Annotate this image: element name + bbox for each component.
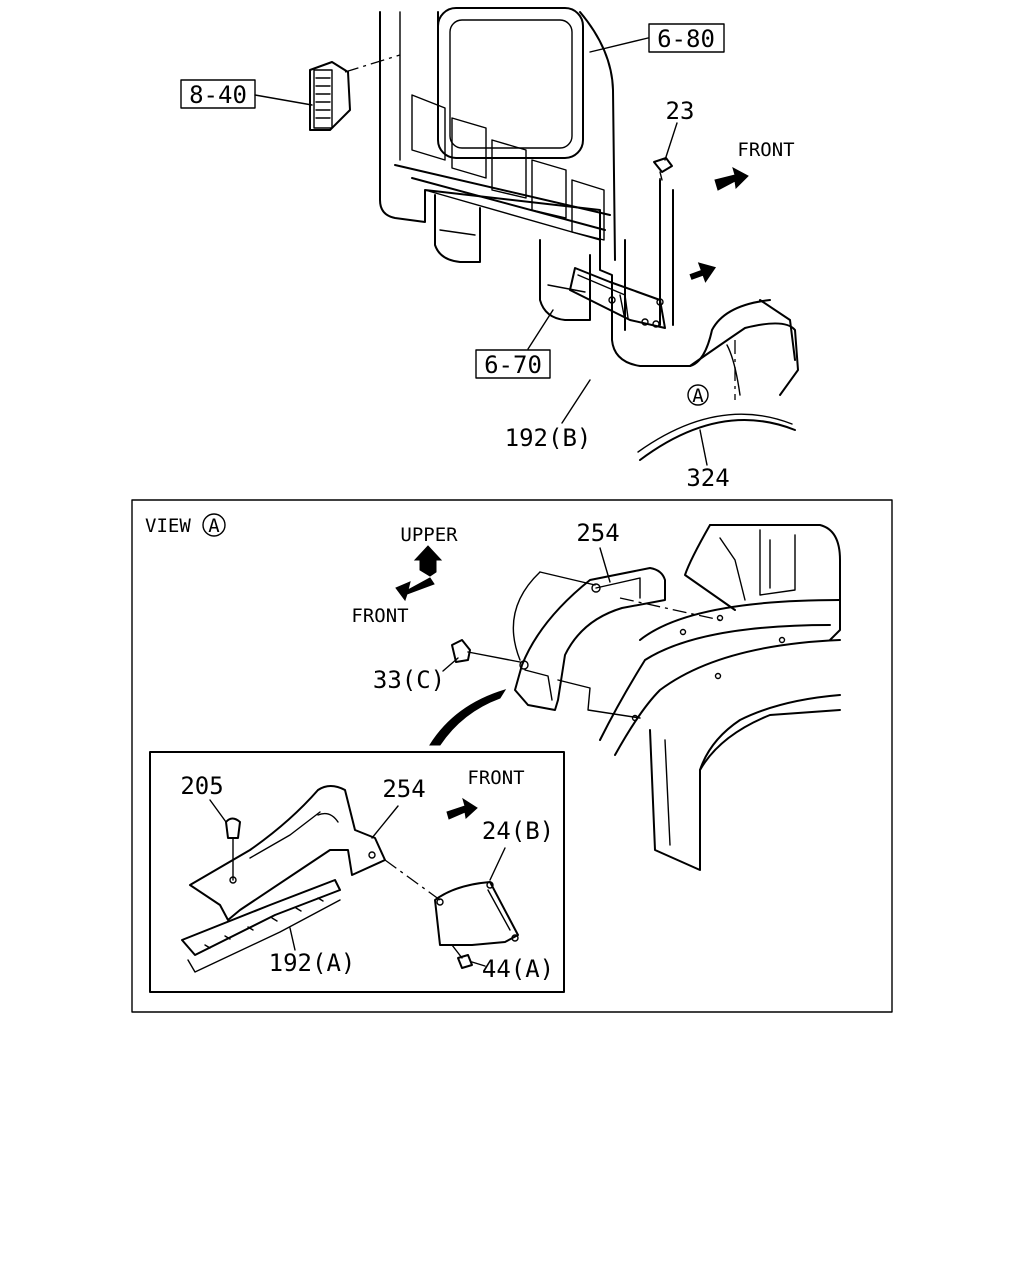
trim-324 [639, 419, 796, 461]
label-part-254-view: 254 [576, 519, 619, 547]
detail-pointer-arrow-icon [429, 689, 507, 746]
label-part-24b: 24(B) [482, 817, 554, 845]
label-front-top: FRONT [737, 139, 794, 161]
reflector-8-40 [309, 61, 351, 131]
fender-body [599, 524, 841, 871]
clip-23 [653, 157, 673, 181]
bracket-254-detail [189, 785, 386, 921]
front-arrow-detail-icon [446, 797, 478, 820]
ref-8-40[interactable]: 8-40 [189, 81, 247, 109]
ref-box-6-70 [475, 349, 551, 379]
label-upper: UPPER [400, 524, 458, 546]
bolt-33c [451, 639, 521, 663]
marker-a-circle [687, 384, 709, 406]
label-marker-a: A [692, 385, 704, 407]
label-part-33c: 33(C) [373, 666, 445, 694]
bracket-254-view [514, 567, 666, 711]
cover-24b [434, 881, 519, 946]
label-part-192a: 192(A) [269, 949, 356, 977]
plug-205 [225, 817, 241, 881]
bracket-192b [569, 267, 666, 329]
screw-44a [451, 944, 473, 969]
label-part-44a: 44(A) [482, 955, 554, 983]
label-front-view: FRONT [351, 605, 408, 627]
ref-6-70[interactable]: 6-70 [484, 351, 542, 379]
upper-arrow-icon [413, 545, 443, 577]
front-arrow-icon [714, 167, 749, 191]
detail-inset-frame [149, 751, 565, 993]
label-part-254-detail: 254 [382, 775, 425, 803]
label-front-detail: FRONT [467, 767, 524, 789]
ref-box-8-40 [180, 79, 256, 109]
ref-box-6-80 [648, 23, 725, 53]
label-part-192b: 192(B) [505, 424, 592, 452]
view-a-marker: A [208, 515, 220, 537]
strip-192a [181, 879, 341, 973]
view-a-title: VIEW [145, 515, 191, 537]
label-part-205: 205 [180, 772, 223, 800]
view-a-frame [131, 499, 893, 1013]
view-direction-arrow-icon [689, 262, 717, 283]
front-arrow-view-icon [395, 577, 435, 602]
label-part-23: 23 [666, 97, 695, 125]
view-a-marker-circle [202, 513, 226, 537]
label-part-324: 324 [686, 464, 729, 492]
cab-rear-panel [379, 7, 799, 400]
ref-6-80[interactable]: 6-80 [657, 25, 715, 53]
